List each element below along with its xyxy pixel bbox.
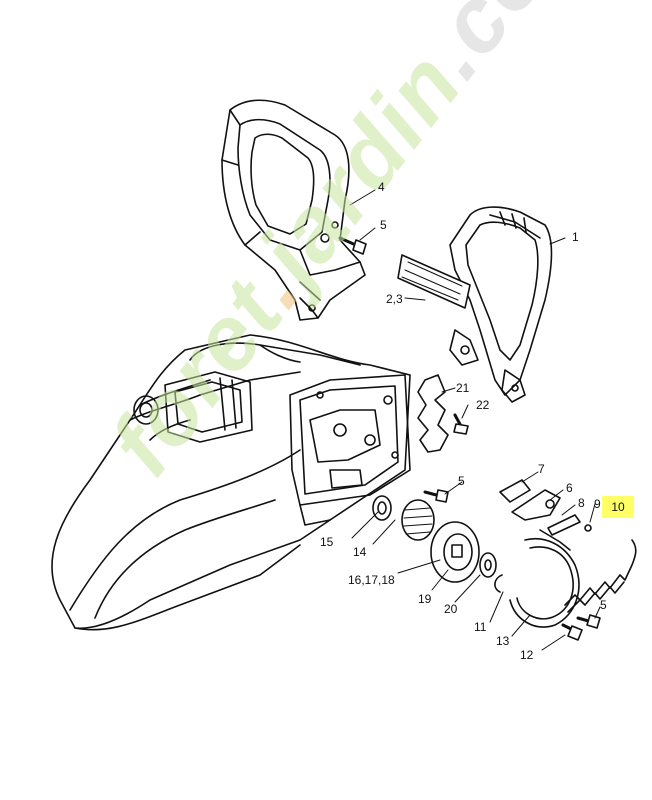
part-label-16-17-18: 16,17,18 [348, 573, 395, 587]
screw-12 [561, 623, 583, 641]
part-label-12: 12 [520, 648, 534, 662]
part-label-11: 11 [474, 620, 487, 634]
screw-5-top [338, 236, 367, 255]
grip-pad [397, 254, 471, 309]
screw-5-bottom [576, 614, 601, 629]
part-label-1: 1 [572, 230, 579, 244]
part-label-6: 6 [566, 481, 573, 495]
rear-handle [221, 99, 366, 321]
part-label-8: 8 [578, 496, 585, 510]
part-label-5-bottom: 5 [600, 598, 607, 612]
part-label-9: 9 [594, 497, 601, 511]
part-label-5-middle: 5 [458, 474, 465, 488]
part-label-7: 7 [538, 462, 545, 476]
clip-11 [494, 574, 503, 593]
part-label-2-3: 2,3 [386, 292, 403, 306]
part-label-19: 19 [418, 592, 432, 606]
spike-plate [417, 374, 449, 453]
brake-lever-parts [499, 479, 592, 536]
part-label-4: 4 [378, 180, 385, 194]
part-label-21: 21 [456, 381, 470, 395]
hand-guard [449, 206, 553, 403]
part-label-13: 13 [496, 634, 510, 648]
part-label-14: 14 [353, 545, 367, 559]
chainsaw-housing [51, 334, 411, 631]
screw-22 [453, 413, 469, 435]
brake-spring [564, 539, 637, 613]
part-label-22: 22 [476, 398, 490, 412]
part-label-20: 20 [444, 602, 458, 616]
part-label-5-top: 5 [380, 218, 387, 232]
clutch-assembly [372, 495, 497, 583]
screw-5-middle [423, 489, 449, 503]
part-label-15: 15 [320, 535, 334, 549]
part-label-10-highlighted: 10 [602, 496, 634, 518]
leader-lines [349, 189, 601, 651]
